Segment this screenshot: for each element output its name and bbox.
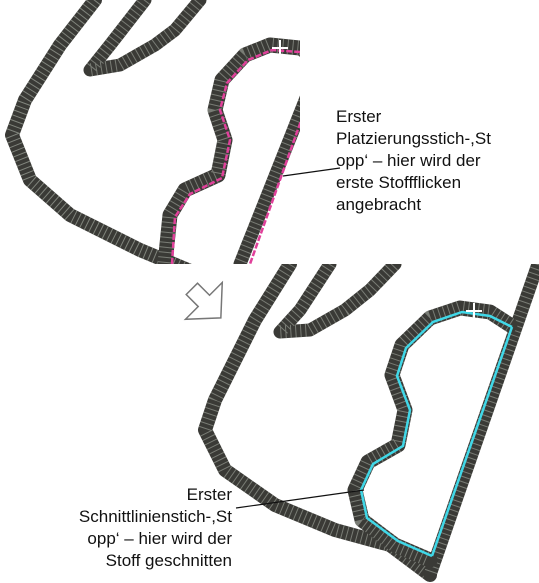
top-panel (12, 0, 345, 275)
callout-line: opp‘ – hier wird der (20, 528, 232, 550)
callout-line: erste Stoffflicken (336, 172, 536, 194)
callout-line: angebracht (336, 194, 536, 216)
leader-line-placement (283, 168, 340, 176)
callout-line: Platzierungsstich-,St (336, 128, 536, 150)
cutline-stitch (361, 312, 512, 556)
sequence-arrow-icon (173, 270, 239, 336)
callout-line: Erster (336, 106, 536, 128)
callout-line: Erster (20, 484, 232, 506)
diagonal-satin (240, 0, 345, 264)
callout-line: opp‘ – hier wird der (336, 150, 536, 172)
callout-line: Stoff geschnitten (20, 550, 232, 572)
callout-line: Schnittlinienstich-,St (20, 506, 232, 528)
cutline-stitch-callout: Erster Schnittlinienstich-,St opp‘ – hie… (20, 484, 232, 572)
patch-satin (165, 45, 320, 264)
placement-stitch-callout: Erster Platzierungsstich-,St opp‘ – hier… (336, 106, 536, 216)
patch-satin-b (355, 308, 510, 560)
bottom-panel (205, 264, 538, 575)
